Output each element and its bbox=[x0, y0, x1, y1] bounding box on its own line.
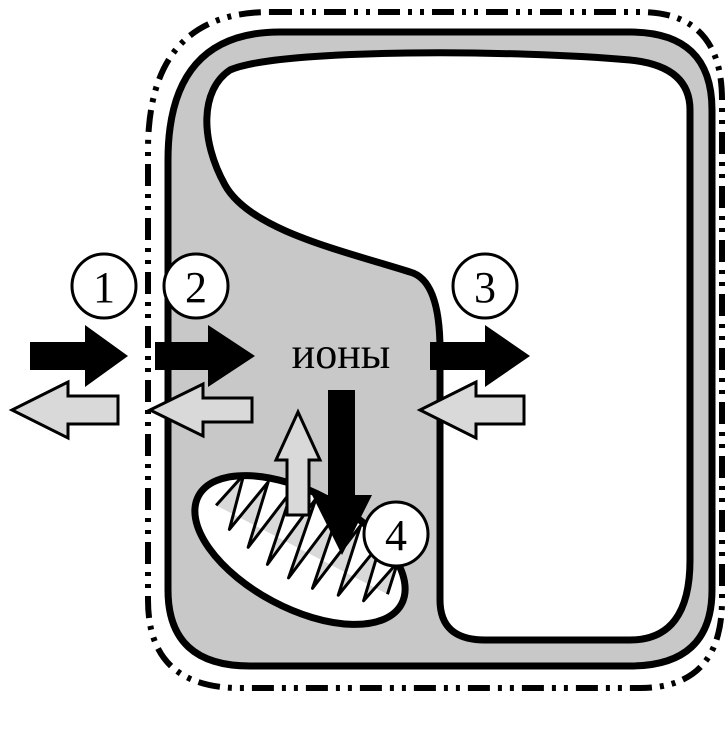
label-circle-2: 2 bbox=[164, 254, 228, 318]
arrow-1-influx bbox=[30, 325, 128, 387]
pathway-label-3: 3 bbox=[474, 263, 496, 312]
ions-label: ионы bbox=[292, 329, 391, 378]
label-circle-3: 3 bbox=[453, 254, 517, 318]
arrow-1-efflux bbox=[12, 382, 118, 438]
pathway-label-4: 4 bbox=[385, 511, 407, 560]
pathway-label-2: 2 bbox=[185, 263, 207, 312]
pathway-label-1: 1 bbox=[93, 263, 115, 312]
label-circle-4: 4 bbox=[364, 502, 428, 566]
label-circle-1: 1 bbox=[72, 254, 136, 318]
